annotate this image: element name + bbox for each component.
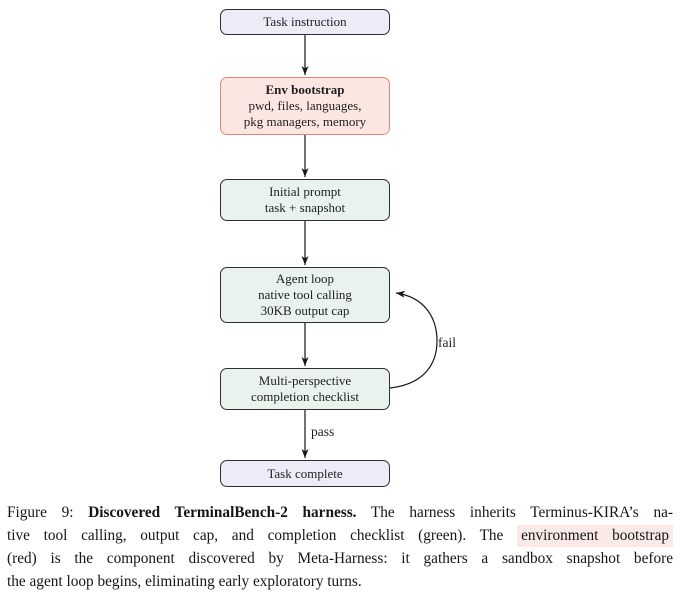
caption-figure-label: Figure 9: (7, 504, 74, 521)
node-task-instruction-label: Task instruction (263, 14, 347, 29)
node-task-complete-label: Task complete (267, 465, 343, 481)
node-task-instruction: Task instruction (220, 9, 390, 35)
node-completion-checklist: Multi-perspective completion checklist (220, 368, 390, 410)
caption-line1-rest: The harness inherits Terminus-KIRA’s na- (370, 504, 673, 521)
node-checklist-line1: Multi-perspective (258, 373, 352, 388)
edge-label-pass: pass (311, 424, 335, 439)
node-task-complete: Task complete (220, 460, 390, 487)
flowchart-arrows (301, 35, 438, 458)
node-agent-loop-line2: native tool calling (258, 287, 352, 302)
figure-caption: Figure 9: Discovered TerminalBench-2 har… (7, 501, 673, 593)
node-agent-loop-line3: 30KB output cap (260, 303, 350, 318)
node-env-bootstrap-line1: pwd, files, languages, (248, 98, 362, 113)
caption-line-1: Figure 9: Discovered TerminalBench-2 har… (7, 501, 673, 524)
node-agent-loop: Agent loop native tool calling 30KB outp… (220, 267, 390, 323)
node-initial-prompt-line2: task + snapshot (264, 200, 346, 215)
node-checklist-line2: completion checklist (251, 389, 359, 404)
caption-line-2: tive tool calling, output cap, and compl… (7, 524, 673, 547)
node-env-bootstrap: Env bootstrap pwd, files, languages, pkg… (220, 77, 390, 135)
caption-highlight-environment-bootstrap: environment bootstrap (517, 525, 673, 547)
arrow-fail-loopback (389, 290, 438, 389)
caption-bold-title: Discovered TerminalBench-2 harness. (88, 504, 357, 521)
caption-line2-text: tive tool calling, output cap, and compl… (7, 527, 504, 544)
node-initial-prompt-line1: Initial prompt (269, 184, 341, 199)
caption-line-3: (red) is the component discovered by Met… (7, 550, 673, 567)
node-env-bootstrap-title: Env bootstrap (265, 82, 345, 97)
edge-label-fail: fail (438, 335, 456, 350)
node-initial-prompt: Initial prompt task + snapshot (220, 179, 390, 221)
caption-line-4: the agent loop begins, eliminating early… (7, 573, 362, 590)
node-agent-loop-line1: Agent loop (275, 271, 335, 286)
node-env-bootstrap-line2: pkg managers, memory (243, 114, 367, 129)
